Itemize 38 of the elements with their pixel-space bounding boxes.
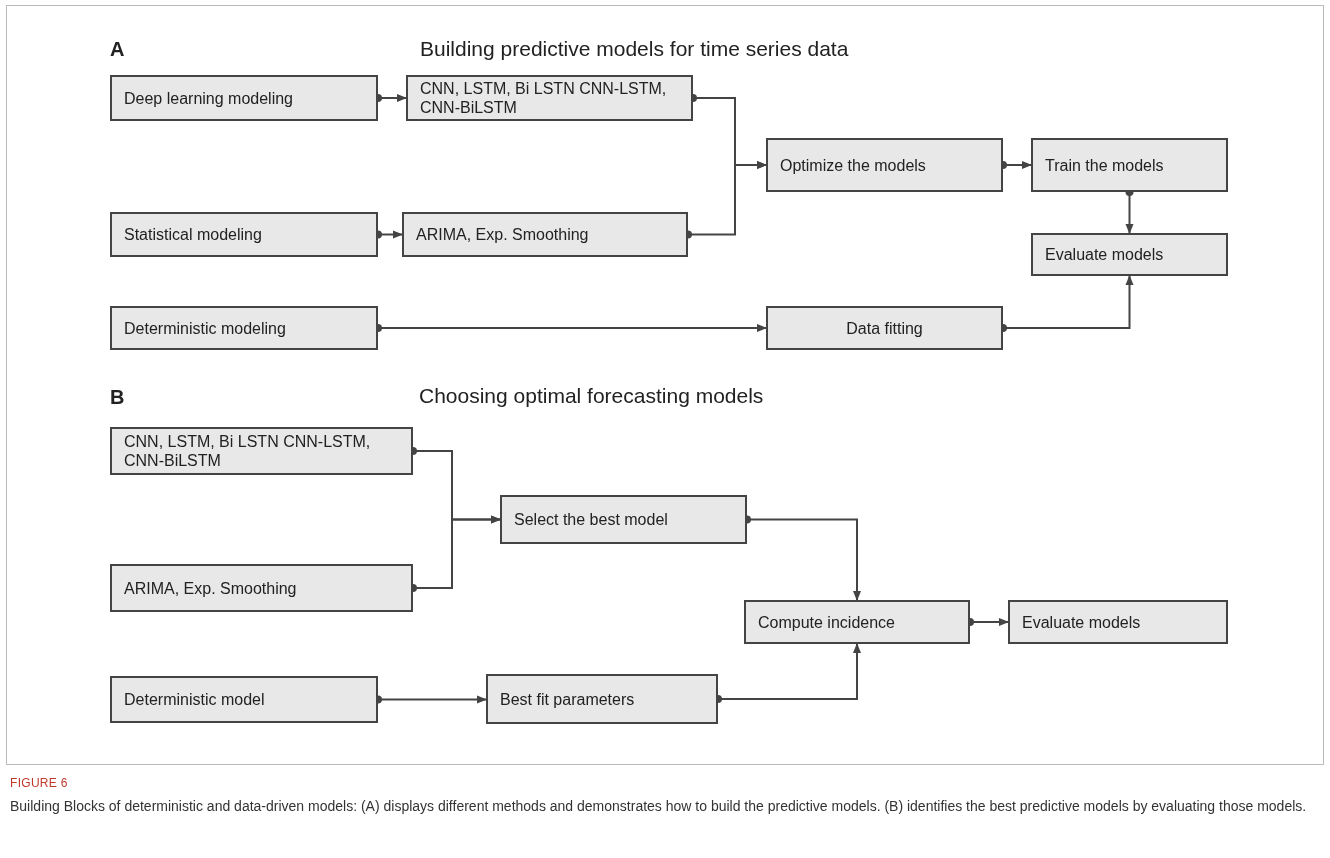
panel-letter: A	[110, 37, 125, 62]
box-text: CNN, LSTM, Bi LSTN CNN-LSTM, CNN-BiLSTM	[420, 79, 668, 117]
process-box	[110, 564, 413, 612]
box-text: Compute incidence	[758, 612, 895, 632]
box-text: ARIMA, Exp. Smoothing	[416, 225, 589, 244]
process-box	[110, 75, 378, 121]
process-box	[1031, 233, 1228, 276]
box-text: Select the best model	[514, 510, 668, 529]
process-box	[766, 138, 1003, 192]
box-text: Best fit parameters	[500, 689, 635, 709]
process-box	[766, 306, 1003, 350]
process-box	[402, 212, 688, 257]
box-text: Evaluate models	[1022, 612, 1141, 632]
box-text: Deterministic model	[124, 690, 265, 709]
caption: Building Blocks of deterministic and data-driven models: (A) displays different methods and demonstrates how to build the predictive models. (B) identifies the best predictive models by evaluating those models.	[10, 797, 1308, 816]
box-text: Deterministic modeling	[124, 318, 286, 338]
process-box	[744, 600, 970, 644]
process-box	[110, 212, 378, 257]
box-text: Train the models	[1045, 155, 1164, 175]
panel-title: Building predictive models for time series data	[420, 36, 849, 62]
process-box	[110, 676, 378, 723]
box-text: Data fitting	[846, 318, 923, 338]
process-box	[500, 495, 747, 544]
figure-number: FIGURE 6	[10, 775, 68, 792]
process-box	[486, 674, 718, 724]
panel-letter: B	[110, 385, 125, 410]
process-box	[110, 427, 413, 475]
panel-title: Choosing optimal forecasting models	[419, 383, 764, 409]
box-text: ARIMA, Exp. Smoothing	[124, 578, 297, 598]
process-box	[110, 306, 378, 350]
box-text: Evaluate models	[1045, 245, 1164, 264]
box-text: CNN, LSTM, Bi LSTN CNN-LSTM, CNN-BiLSTM	[124, 432, 372, 470]
box-text: Statistical modeling	[124, 225, 262, 244]
process-box	[1031, 138, 1228, 192]
process-box	[406, 75, 693, 121]
box-text: Optimize the models	[780, 155, 926, 175]
box-text: Deep learning modeling	[124, 88, 293, 108]
process-box	[1008, 600, 1228, 644]
